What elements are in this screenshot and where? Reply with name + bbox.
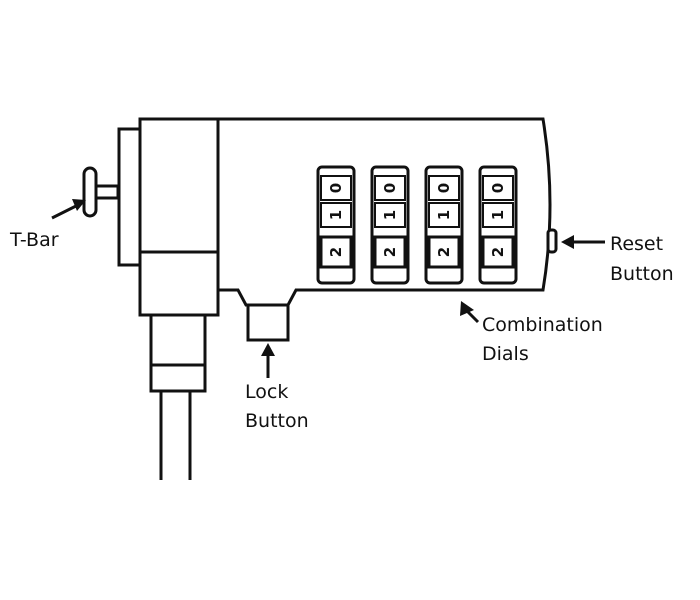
cable: [159, 388, 192, 480]
dial-digit: 1: [327, 210, 345, 220]
dial-digit: 2: [435, 247, 453, 257]
dial-digit: 1: [489, 210, 507, 220]
dial-cell: [481, 235, 515, 269]
dial-cell: [373, 235, 407, 269]
dial-cell: [320, 175, 352, 201]
reset-label-line2: Button: [610, 263, 674, 285]
dial-cell: [374, 175, 406, 201]
pointer-arrows: [51, 199, 605, 378]
dial-cell: [319, 235, 353, 269]
dial-cell: [482, 175, 514, 201]
dial-digit: 0: [435, 183, 453, 193]
dial-digit: 0: [489, 183, 507, 193]
dial-3[interactable]: 0 1 2: [424, 165, 464, 285]
reset-button[interactable]: [546, 228, 558, 254]
lock-label-line2: Button: [245, 410, 309, 432]
tbar-label: T-Bar: [9, 229, 59, 251]
dial-cell: [428, 175, 460, 201]
lock-label-line1: Lock: [245, 381, 288, 403]
dial-2[interactable]: 0 1 2: [370, 165, 410, 285]
combination-label-line1: Combination: [482, 314, 603, 336]
dial-digit: 2: [489, 247, 507, 257]
combination-label-line2: Dials: [482, 343, 529, 365]
dial-cell: [428, 202, 460, 228]
dial-cell: [427, 235, 461, 269]
dial-cell: [374, 202, 406, 228]
dial-digit: 1: [435, 210, 453, 220]
dial-cell: [320, 202, 352, 228]
lock-button[interactable]: [246, 303, 290, 342]
dial-1[interactable]: 0 1 2: [316, 165, 356, 285]
lock-head: [138, 117, 220, 317]
combination-dials[interactable]: 0 1 2 0 1 2 0 1 2 0 1 2: [316, 165, 518, 285]
dial-digit: 2: [327, 247, 345, 257]
dial-digit: 0: [327, 183, 345, 193]
t-bar: [82, 166, 120, 218]
dial-cell: [482, 202, 514, 228]
dial-digit: 1: [381, 210, 399, 220]
reset-label-line1: Reset: [610, 233, 663, 255]
dial-4[interactable]: 0 1 2: [478, 165, 518, 285]
dial-digit: 2: [381, 247, 399, 257]
dial-digit: 0: [381, 183, 399, 193]
cable-collar: [149, 313, 207, 393]
